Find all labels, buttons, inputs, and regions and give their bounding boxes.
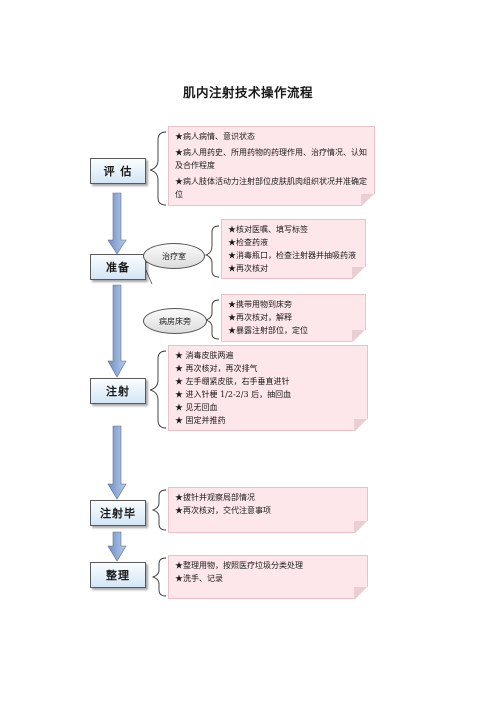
note-after: ★拔针并观察局部情况 ★再次核对，交代注意事项 bbox=[168, 487, 368, 533]
note-line: ★ 消毒皮肤两遍 bbox=[175, 351, 234, 360]
arrow-after-to-tidy bbox=[107, 531, 127, 562]
note-line: ★再次核对 bbox=[228, 264, 268, 273]
brace-after bbox=[151, 489, 167, 531]
note-line: ★ 见无回血 bbox=[175, 403, 218, 412]
step-after: 注射毕 bbox=[90, 500, 146, 526]
brace-tidy bbox=[151, 557, 167, 597]
note-line: ★拔针并观察局部情况 bbox=[175, 493, 255, 502]
arrow-assess-to-prepare bbox=[107, 192, 127, 255]
note-line: ★检查药液 bbox=[228, 238, 268, 247]
note-inject: ★ 消毒皮肤两遍 ★ 再次核对，再次排气 ★ 左手绷紧皮肤，右手垂直进针 ★ 进… bbox=[168, 345, 368, 431]
brace-inject bbox=[149, 350, 167, 429]
note-line: ★ 进入针梗 1/2-2/3 后，抽回血 bbox=[175, 390, 292, 399]
note-line: ★洗手、记录 bbox=[175, 574, 223, 583]
page-fold-icon bbox=[354, 587, 368, 599]
page-fold-icon bbox=[361, 194, 375, 206]
note-line: ★ 再次核对，再次排气 bbox=[175, 364, 258, 373]
note-line: ★携带用物到床旁 bbox=[228, 300, 292, 309]
brace-treatment-room bbox=[204, 225, 220, 278]
page-fold-icon bbox=[354, 521, 368, 533]
note-assess: ★病人病情、意识状态 ★病人用药史、所用药物的药理作用、治疗情况、认知及合作程度… bbox=[168, 126, 375, 206]
note-tidy: ★整理用物，按照医疗垃圾分类处理 ★洗手、记录 bbox=[168, 555, 368, 599]
location-bedside: 病房床旁 bbox=[143, 308, 207, 334]
page-fold-icon bbox=[352, 330, 366, 342]
brace-assess bbox=[149, 131, 167, 206]
note-line: ★ 固定并推药 bbox=[175, 416, 226, 425]
step-tidy: 整理 bbox=[90, 562, 146, 588]
note-line: ★暴露注射部位，定位 bbox=[228, 326, 308, 335]
arrow-prepare-to-inject bbox=[107, 284, 127, 378]
note-line: ★病人病情、意识状态 bbox=[175, 132, 255, 141]
page-fold-icon bbox=[354, 419, 368, 431]
note-line: ★ 左手绷紧皮肤，右手垂直进针 bbox=[175, 377, 290, 386]
brace-bedside bbox=[204, 299, 220, 340]
arrow-inject-to-after bbox=[107, 425, 127, 500]
note-bedside: ★携带用物到床旁 ★再次核对，解释 ★暴露注射部位，定位 bbox=[221, 294, 366, 342]
note-line: ★病人肢体活动力注射部位皮肤肌肉组织状况并准确定位 bbox=[175, 177, 367, 199]
note-line: ★消毒瓶口，检查注射器并抽吸药液 bbox=[228, 251, 356, 260]
note-line: ★再次核对，交代注意事项 bbox=[175, 506, 271, 515]
note-line: ★病人用药史、所用药物的药理作用、治疗情况、认知及合作程度 bbox=[175, 148, 367, 170]
page-title: 肌内注射技术操作流程 bbox=[182, 85, 313, 100]
step-prepare: 准备 bbox=[90, 254, 146, 280]
note-treatment-room: ★核对医嘱、填写标签 ★检查药液 ★消毒瓶口，检查注射器并抽吸药液 ★再次核对 bbox=[221, 219, 366, 279]
page-fold-icon bbox=[352, 267, 366, 279]
note-line: ★核对医嘱、填写标签 bbox=[228, 225, 308, 234]
location-treatment-room: 治疗室 bbox=[143, 243, 205, 269]
step-assess: 评 估 bbox=[90, 158, 146, 184]
step-inject: 注射 bbox=[90, 378, 146, 404]
note-line: ★再次核对，解释 bbox=[228, 313, 292, 322]
note-line: ★整理用物，按照医疗垃圾分类处理 bbox=[175, 561, 303, 570]
